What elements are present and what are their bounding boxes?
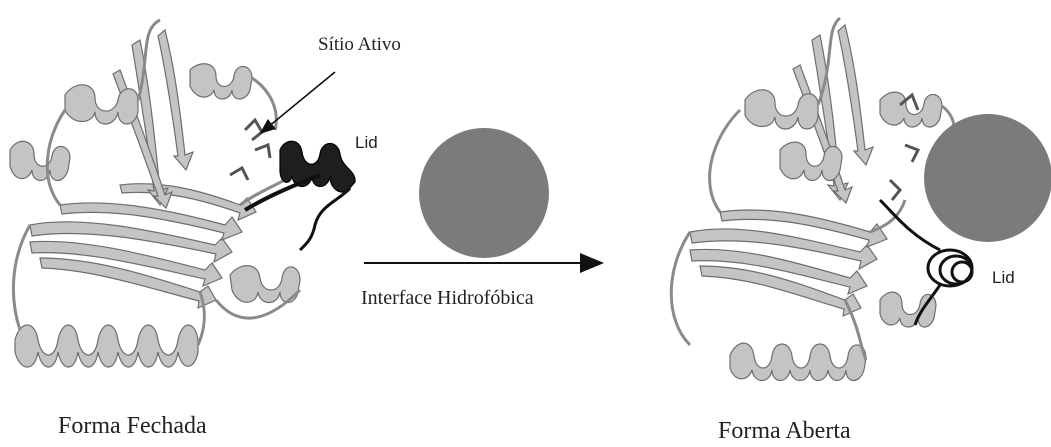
open-loops: [671, 18, 954, 360]
interface-label: Interface Hidrofóbica: [361, 287, 534, 310]
active-site-label: Sítio Ativo: [318, 34, 401, 56]
open-form-protein: [671, 18, 972, 381]
closed-lid-helix: [245, 141, 355, 250]
lid-label-open: Lid: [992, 268, 1015, 288]
closed-form-caption: Forma Fechada: [58, 413, 207, 440]
lid-label-closed: Lid: [355, 133, 378, 153]
open-form-caption: Forma Aberta: [718, 418, 851, 445]
closed-form-protein: [10, 20, 355, 367]
interface-disc-middle: [419, 128, 549, 258]
closed-active-site-residues: [230, 120, 270, 180]
interface-disc-bound: [924, 114, 1051, 242]
